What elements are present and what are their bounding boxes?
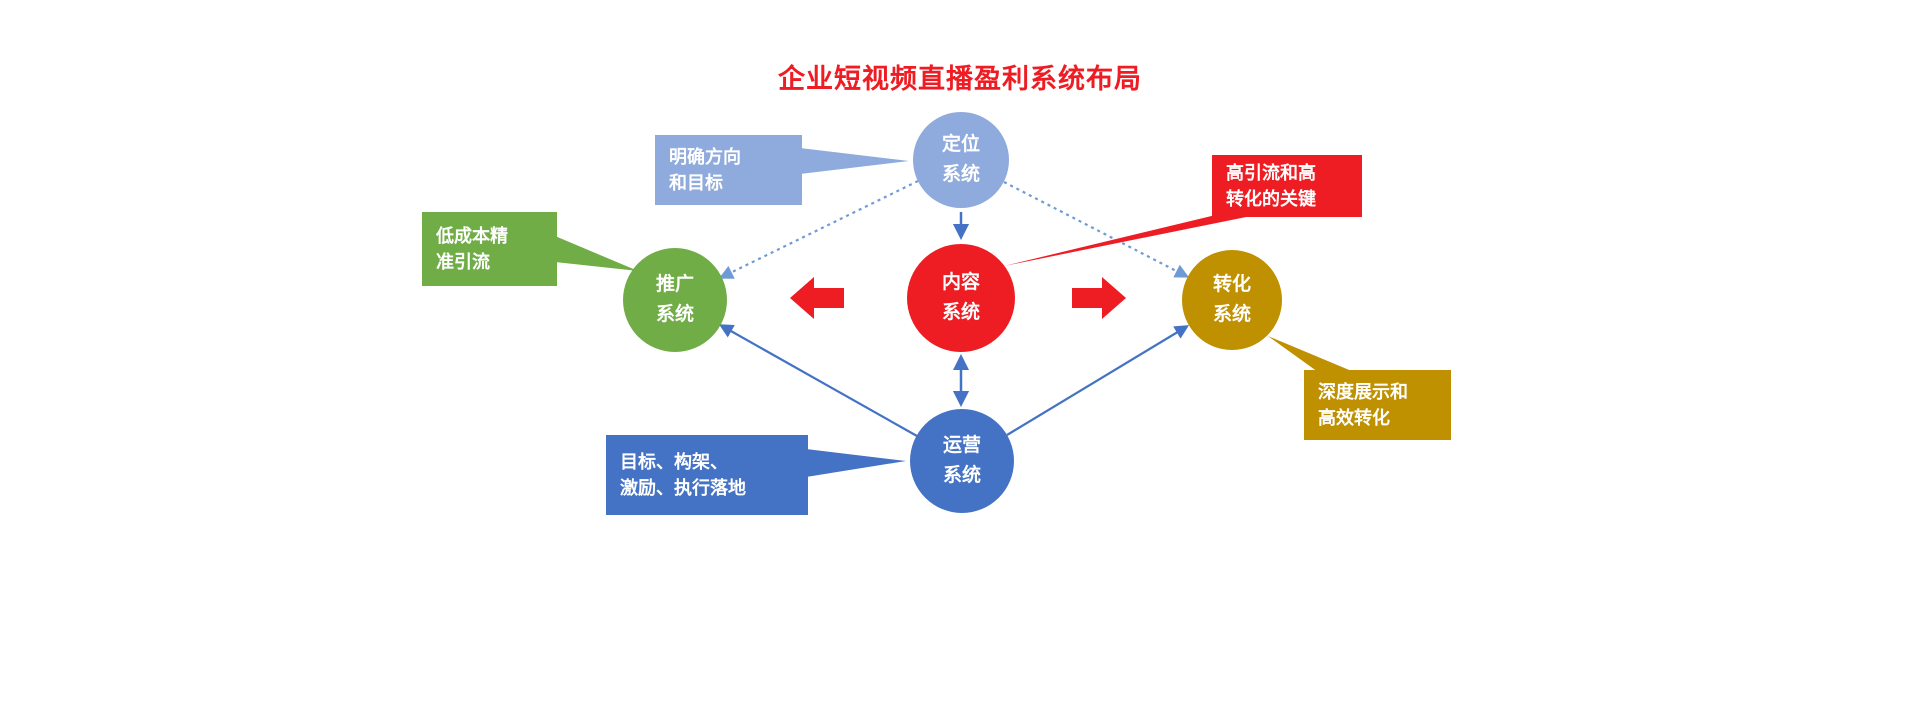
node-positioning-label-line1: 定位 [941, 133, 980, 155]
arrow-operations-to-promotion [718, 324, 918, 437]
callout-tail-conversion [1268, 336, 1354, 372]
node-promotion-system: 推广 系统 [623, 248, 727, 352]
callout-content-line1: 高引流和高 [1226, 162, 1316, 183]
callout-positioning-line2: 和目标 [669, 173, 723, 193]
callout-operations-line1: 目标、构架、 [620, 451, 728, 472]
callout-positioning-note: 明确方向 和目标 [655, 135, 802, 205]
red-block-arrow-right [1072, 277, 1126, 319]
red-block-arrow-left [790, 277, 844, 319]
callout-conversion-line2: 高效转化 [1318, 408, 1390, 428]
callout-conversion-line1: 深度展示和 [1318, 381, 1408, 402]
node-conversion-system: 转化 系统 [1182, 250, 1282, 350]
callout-tail-operations [806, 449, 906, 477]
node-conversion-label-line2: 系统 [1212, 304, 1251, 325]
callout-operations-note: 目标、构架、 激励、执行落地 [606, 435, 808, 515]
node-promotion-label-line2: 系统 [655, 304, 694, 325]
callout-content-line2: 转化的关键 [1226, 189, 1316, 209]
dotted-arrow-positioning-to-promotion [718, 180, 919, 279]
node-content-system: 内容 系统 [907, 244, 1015, 352]
node-positioning-label-line2: 系统 [941, 164, 980, 185]
node-content-label-line1: 内容 [941, 271, 980, 293]
callout-content-note: 高引流和高 转化的关键 [1212, 155, 1362, 217]
diagram-title: 企业短视频直播盈利系统布局 [778, 64, 1142, 94]
callout-operations-line2: 激励、执行落地 [620, 478, 746, 498]
callout-tail-content [1004, 213, 1266, 266]
node-operations-system: 运营 系统 [910, 409, 1014, 513]
node-positioning-system: 定位 系统 [913, 112, 1009, 208]
callout-promotion-line1: 低成本精 [436, 225, 508, 246]
node-conversion-label-line1: 转化 [1212, 273, 1251, 295]
dotted-arrow-positioning-to-conversion [1003, 181, 1190, 278]
node-content-label-line2: 系统 [941, 302, 980, 323]
callout-promotion-line2: 准引流 [436, 252, 490, 272]
node-operations-label-line1: 运营 [942, 434, 981, 456]
callout-conversion-note: 深度展示和 高效转化 [1304, 370, 1451, 440]
arrow-operations-to-conversion [1006, 325, 1190, 436]
node-promotion-label-line1: 推广 [655, 273, 694, 295]
callout-positioning-line1: 明确方向 [669, 146, 741, 167]
callout-promotion-note: 低成本精 准引流 [422, 212, 557, 286]
node-operations-label-line2: 系统 [942, 465, 981, 486]
callout-tail-positioning [800, 148, 909, 174]
callout-tail-promotion [555, 236, 638, 271]
